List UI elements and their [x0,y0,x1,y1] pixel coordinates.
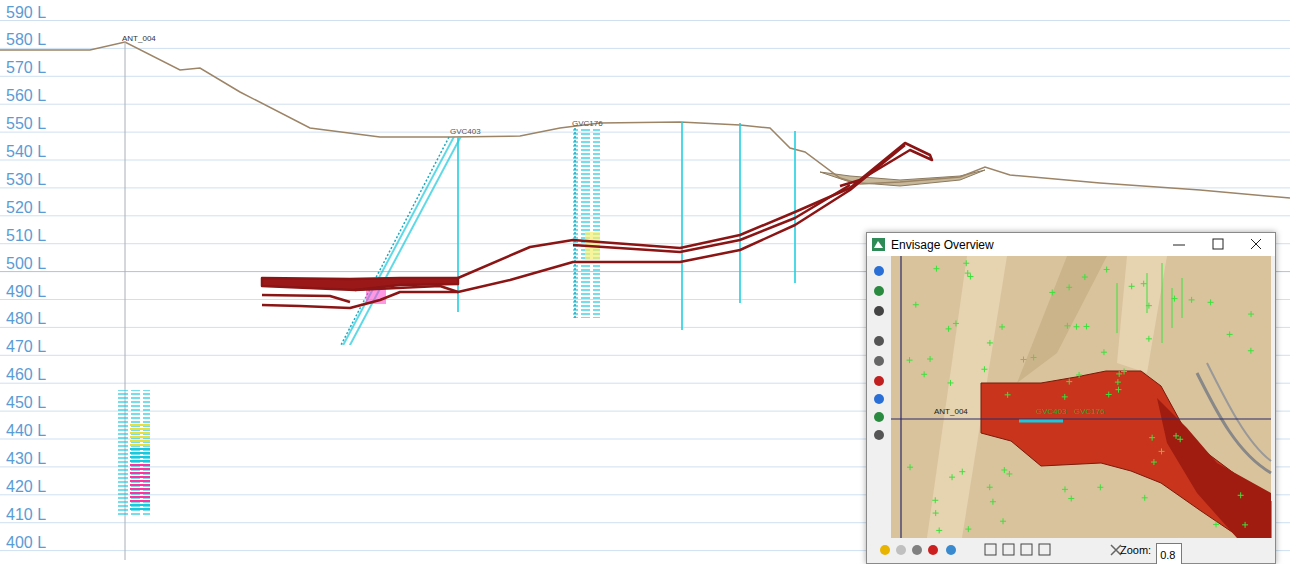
assay-column [573,128,600,318]
level-label: 580 L [6,32,46,48]
level-label: 480 L [6,311,46,327]
level-label: 440 L [6,423,46,439]
level-label: 510 L [6,228,46,244]
overview-map [867,233,1275,563]
map-hole-label: GVC403 [1036,408,1067,416]
drill-holes [458,122,795,330]
level-label: 500 L [6,256,46,272]
inclined-hole [341,137,463,345]
zoom-label: Zoom: [1120,545,1151,556]
level-label: 470 L [6,339,46,355]
zoom-input: 0.8 [1156,543,1182,564]
level-line [0,48,1290,49]
level-label: 520 L [6,200,46,216]
level-grid [0,21,1290,551]
hole-label: GVC176 [572,120,603,128]
drill-trace [341,137,449,345]
topography [0,42,1290,198]
zoom-value: 0.8 [1160,549,1175,561]
ore-body [262,143,932,308]
level-label: 530 L [6,172,46,188]
level-label: 570 L [6,60,46,76]
hole-label: ANT_004 [122,35,156,43]
assay-grades [130,425,150,509]
level-label: 490 L [6,284,46,300]
level-label: 590 L [6,5,46,21]
level-label: 400 L [6,535,46,551]
level-label: 540 L [6,144,46,160]
level-label: 550 L [6,116,46,132]
map-hole-label: GVC176 [1074,408,1105,416]
overview-window: Envisage Overview 0.8 [866,232,1276,564]
level-label: 450 L [6,395,46,411]
window-title: Envisage Overview [891,238,994,252]
map-hole-label: ANT_004 [934,408,968,416]
level-line [0,20,1290,21]
level-label: 410 L [6,507,46,523]
assay-column [118,390,150,515]
level-label: 430 L [6,451,46,467]
level-label: 420 L [6,479,46,495]
level-line [0,160,1290,161]
level-line [0,104,1290,105]
drill-trace [574,128,576,318]
level-label: 560 L [6,88,46,104]
hole-label: GVC403 [450,128,481,136]
level-line [0,187,1290,188]
level-line [0,132,1290,133]
level-line [0,76,1290,77]
level-line [0,215,1290,216]
level-label: 460 L [6,367,46,383]
